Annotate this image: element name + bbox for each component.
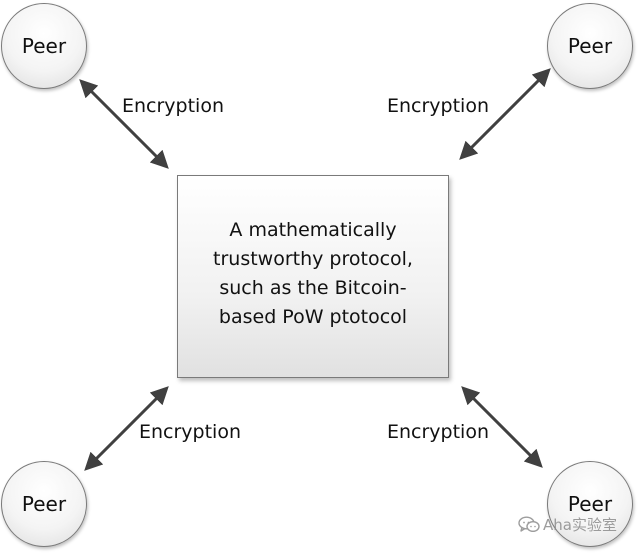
protocol-box: A mathematically trustworthy protocol, s…	[177, 175, 449, 378]
chat-bubbles-icon	[518, 515, 540, 532]
peer-label: Peer	[21, 492, 67, 516]
protocol-description: A mathematically trustworthy protocol, s…	[208, 216, 418, 332]
peer-node-top-left: Peer	[1, 3, 87, 89]
encryption-label-top-right: Encryption	[387, 95, 490, 117]
watermark-text: Aha实验室	[543, 516, 617, 534]
protocol-line: such as the Bitcoin-	[219, 276, 407, 299]
protocol-line: based PoW ptotocol	[218, 305, 408, 328]
encryption-label-bottom-right: Encryption	[387, 421, 490, 443]
peer-label: Peer	[567, 34, 613, 58]
protocol-line: trustworthy protocol,	[213, 247, 413, 270]
protocol-line: A mathematically	[229, 218, 397, 241]
encryption-label-bottom-left: Encryption	[139, 421, 242, 443]
encryption-label-top-left: Encryption	[122, 95, 225, 117]
peer-node-bottom-left: Peer	[1, 461, 87, 547]
peer-node-top-right: Peer	[547, 3, 633, 89]
peer-label: Peer	[21, 34, 67, 58]
peer-node-bottom-right: Peer	[547, 461, 633, 547]
peer-label: Peer	[567, 492, 613, 516]
watermark: Aha实验室	[518, 514, 617, 535]
